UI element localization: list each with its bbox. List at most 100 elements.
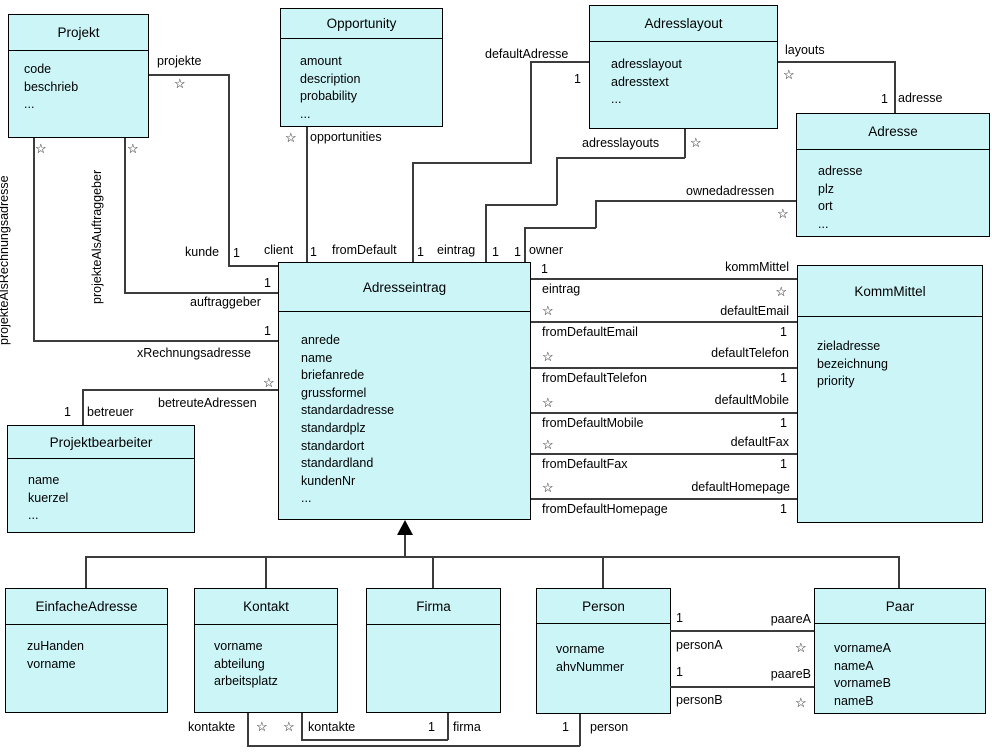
connector-segment bbox=[86, 556, 899, 558]
class-attribute: plz bbox=[818, 181, 834, 196]
class-attribute: grussformel bbox=[301, 385, 367, 400]
multiplicity-many-star-label: ☆ bbox=[35, 141, 47, 156]
role-label-vertical: projekteAlsRechnungsadresse bbox=[0, 175, 11, 345]
class-attribute: name bbox=[28, 473, 60, 487]
role-label: kontakte bbox=[308, 720, 356, 734]
class-title-paar: Paar bbox=[815, 589, 985, 624]
connector-segment bbox=[301, 739, 448, 741]
multiplicity-one-label: 1 bbox=[780, 416, 787, 430]
multiplicity-one-label: 1 bbox=[310, 245, 317, 259]
connector-segment bbox=[124, 292, 278, 294]
multiplicity-many-star-label: ☆ bbox=[542, 480, 554, 495]
connector-segment bbox=[556, 157, 558, 205]
class-attribute: priority bbox=[817, 374, 855, 389]
connector-segment bbox=[595, 200, 597, 228]
multiplicity-many-star-label: ☆ bbox=[777, 206, 789, 221]
class-attribute: standardplz bbox=[301, 420, 366, 435]
class-attribute: ort bbox=[818, 199, 833, 214]
class-attribute: amount bbox=[300, 54, 342, 68]
class-attribute: ... bbox=[300, 106, 311, 121]
connector-segment bbox=[33, 138, 35, 341]
multiplicity-one-label: 1 bbox=[417, 245, 424, 259]
class-attribute: vorname bbox=[27, 656, 76, 671]
connector-segment bbox=[524, 227, 526, 262]
class-attribute: beschrieb bbox=[24, 79, 79, 94]
connector-segment bbox=[670, 686, 814, 688]
role-label: paareB bbox=[770, 667, 811, 681]
connector-segment bbox=[412, 162, 414, 262]
class-attribute: briefanrede bbox=[301, 368, 365, 383]
connector-segment bbox=[531, 412, 797, 414]
class-name: Person bbox=[582, 598, 625, 614]
role-label: opportunities bbox=[310, 130, 382, 144]
multiplicity-one-label: 1 bbox=[780, 325, 787, 339]
connector-segment bbox=[82, 389, 278, 391]
multiplicity-one-label: 1 bbox=[264, 324, 271, 338]
class-attribute: ... bbox=[818, 216, 829, 231]
role-label: kommMittel bbox=[725, 260, 789, 274]
multiplicity-many-star-label: ☆ bbox=[127, 141, 139, 156]
multiplicity-one-label: 1 bbox=[264, 276, 271, 290]
role-label: fromDefaultEmail bbox=[542, 325, 638, 339]
class-attribute: kuerzel bbox=[28, 490, 69, 505]
multiplicity-many-star-label: ☆ bbox=[542, 437, 554, 452]
class-attribute: adresslayout bbox=[611, 57, 682, 71]
connector-segment bbox=[894, 61, 896, 113]
connector-segment bbox=[82, 389, 84, 425]
role-label: person bbox=[590, 720, 629, 734]
multiplicity-many-star-label: ☆ bbox=[542, 349, 554, 364]
multiplicity-one-label: 1 bbox=[676, 611, 683, 625]
connector-segment bbox=[531, 498, 797, 500]
class-name: Projektbearbeiter bbox=[49, 434, 153, 450]
role-label: eintrag bbox=[542, 282, 581, 296]
multiplicity-one-label: 1 bbox=[233, 246, 240, 260]
multiplicity-one-label: 1 bbox=[514, 245, 521, 259]
role-label: personA bbox=[676, 638, 723, 652]
class-attribute: description bbox=[300, 71, 361, 86]
connector-segment bbox=[447, 713, 449, 740]
role-label: fromDefaultFax bbox=[542, 457, 628, 471]
connector-segment bbox=[579, 714, 581, 746]
multiplicity-many-star-label: ☆ bbox=[542, 303, 554, 318]
role-label: xRechnungsadresse bbox=[137, 346, 251, 360]
role-label: adresslayouts bbox=[582, 136, 660, 150]
class-name: Adresse bbox=[868, 124, 918, 139]
multiplicity-one-label: 1 bbox=[881, 92, 888, 106]
class-title-opportunity: Opportunity bbox=[281, 9, 442, 39]
class-title-einfacheadresse: EinfacheAdresse bbox=[6, 589, 167, 625]
multiplicity-many-star-label: ☆ bbox=[283, 719, 295, 734]
multiplicity-one-label: 1 bbox=[492, 245, 499, 259]
connector-segment bbox=[412, 162, 532, 164]
class-title-person: Person bbox=[537, 589, 670, 624]
class-name: Adresslayout bbox=[644, 16, 723, 31]
connector-segment bbox=[531, 321, 797, 323]
connector-segment bbox=[265, 556, 267, 588]
connector-segment bbox=[531, 367, 797, 369]
class-title-projektbearbeiter: Projektbearbeiter bbox=[8, 426, 194, 459]
generalization-arrowhead-icon bbox=[397, 520, 413, 535]
multiplicity-one-label: 1 bbox=[780, 371, 787, 385]
class-title-firma: Firma bbox=[367, 589, 500, 625]
role-label: fromDefaultHomepage bbox=[542, 502, 668, 516]
multiplicity-one-label: 1 bbox=[574, 72, 581, 86]
role-label: projekte bbox=[157, 54, 202, 68]
class-title-projekt: Projekt bbox=[9, 15, 148, 51]
multiplicity-one-label: 1 bbox=[676, 665, 683, 679]
role-label: fromDefault bbox=[332, 243, 397, 257]
role-label: paareA bbox=[770, 612, 811, 626]
class-title-adresse: Adresse bbox=[797, 114, 989, 150]
connector-segment bbox=[531, 61, 589, 63]
multiplicity-one-label: 1 bbox=[780, 502, 787, 516]
class-attribute: code bbox=[24, 62, 52, 76]
class-name: EinfacheAdresse bbox=[35, 599, 138, 614]
role-label: client bbox=[264, 243, 294, 257]
